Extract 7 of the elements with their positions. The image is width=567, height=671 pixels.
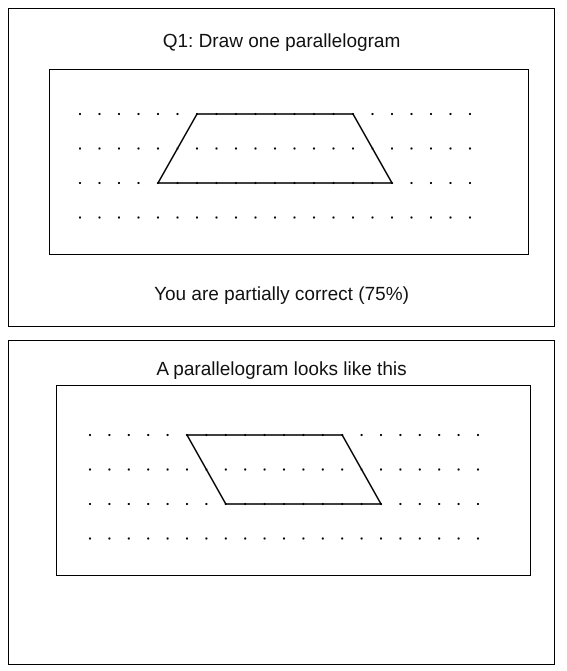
dot-grid-panel — [49, 69, 529, 255]
question-card — [8, 8, 555, 327]
question-heading: Q1: Draw one parallelogram — [162, 31, 402, 53]
question-card — [8, 340, 555, 665]
dot-grid-panel — [56, 385, 531, 576]
question-heading: A parallelogram looks like this — [155, 359, 408, 381]
feedback-text: You are partially correct (75%) — [153, 284, 410, 306]
